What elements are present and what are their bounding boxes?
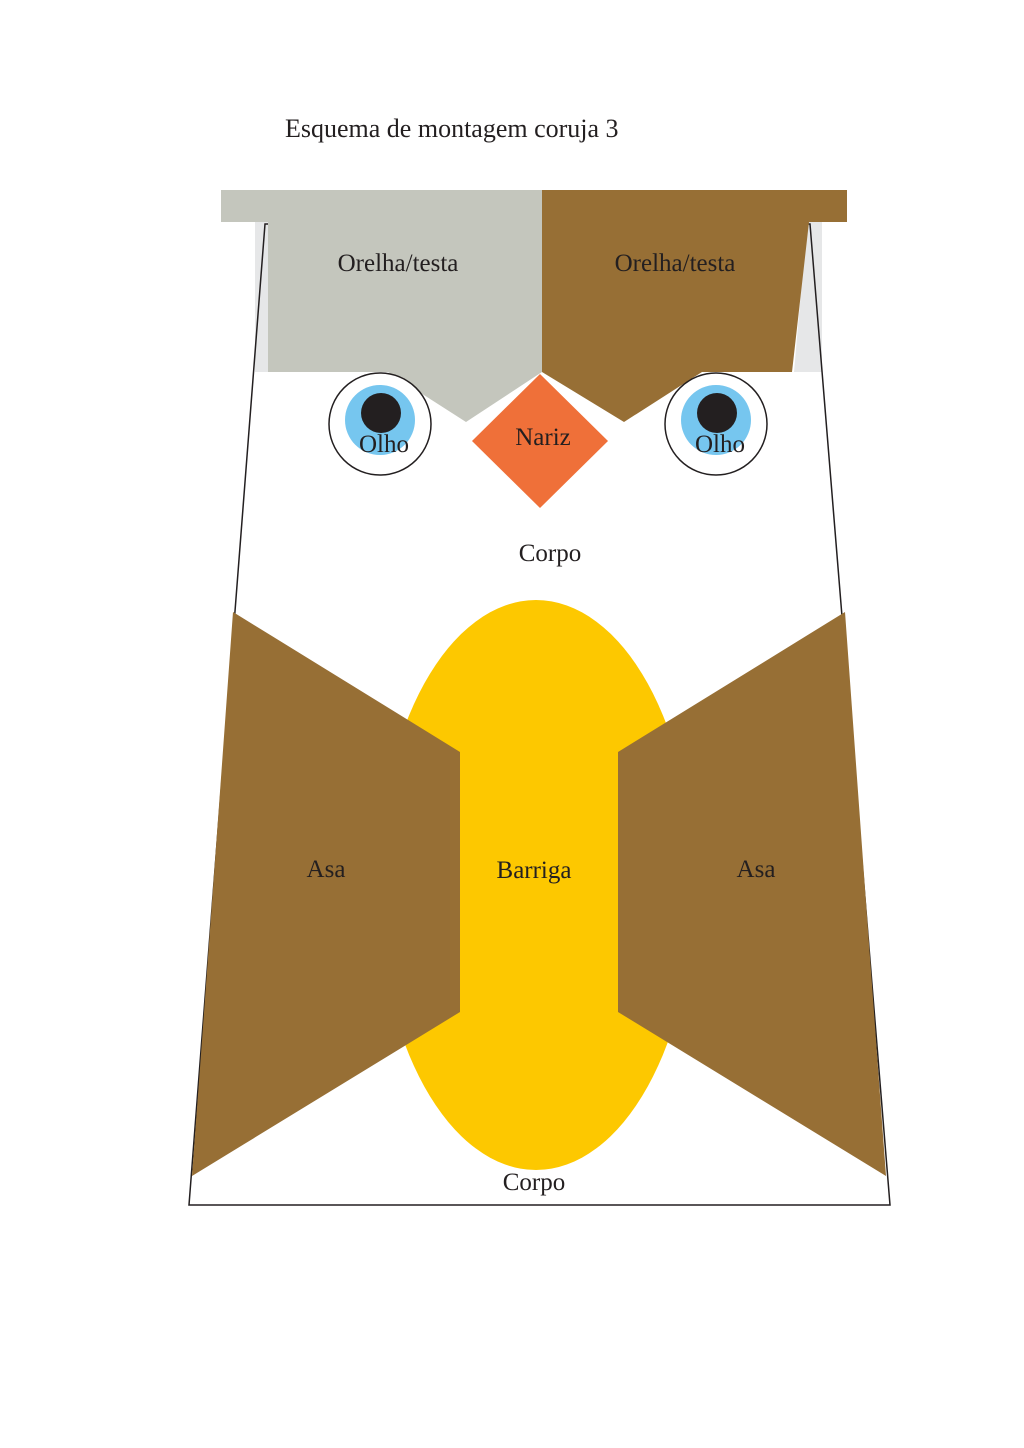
eye-left-label: Olho [359, 431, 409, 458]
body-top-label: Corpo [519, 540, 582, 567]
belly-bar [458, 740, 618, 1030]
wing-right-label: Asa [737, 856, 776, 883]
nose-piece [472, 374, 608, 508]
ear-right-label: Orelha/testa [615, 250, 736, 277]
eye-left [328, 372, 432, 476]
wing-left-label: Asa [307, 856, 346, 883]
ear-left-piece [221, 190, 542, 422]
wing-right-piece [618, 612, 886, 1176]
nose-label: Nariz [515, 424, 571, 451]
ear-right-piece [542, 190, 847, 422]
ear-left-label: Orelha/testa [338, 250, 459, 277]
right-side-tab [794, 222, 822, 372]
eye-right [664, 372, 768, 476]
eye-right-label: Olho [695, 431, 745, 458]
diagram-title: Esquema de montagem coruja 3 [285, 114, 619, 143]
left-side-tab [255, 222, 268, 372]
body-bottom-label: Corpo [503, 1169, 566, 1196]
belly-label: Barriga [497, 857, 572, 884]
wing-left-piece [192, 612, 460, 1176]
